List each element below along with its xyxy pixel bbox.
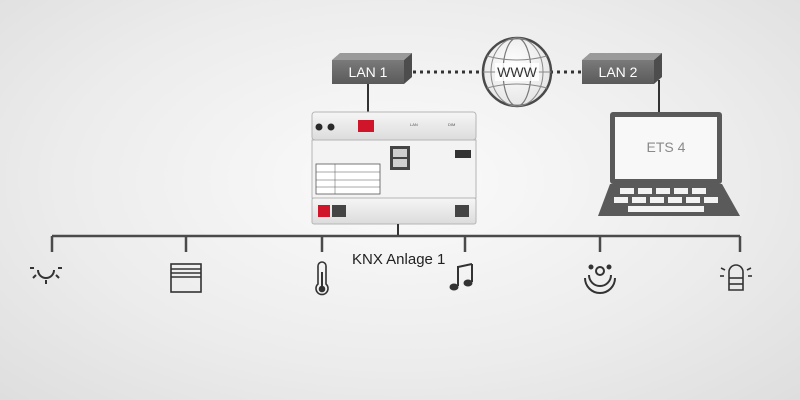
www-globe: WWW — [481, 36, 553, 108]
bus-label: KNX Anlage 1 — [352, 251, 445, 268]
lan2-label: LAN 2 — [599, 64, 638, 80]
lan1-box: LAN 1 — [332, 53, 412, 84]
thermometer-icon — [315, 261, 329, 296]
www-label: WWW — [497, 64, 537, 80]
lan2-box: LAN 2 — [582, 53, 662, 84]
blinds-icon — [170, 263, 202, 293]
music-note-icon — [449, 263, 473, 291]
lan1-label: LAN 1 — [349, 64, 388, 80]
laptop-keyboard — [614, 188, 718, 212]
light-icon — [30, 267, 62, 284]
bus-drops — [50, 236, 742, 252]
security-sensor-icon — [584, 264, 616, 294]
svg-text:LAN: LAN — [410, 122, 418, 127]
laptop: ETS 4 — [598, 112, 740, 216]
laptop-screen-label: ETS 4 — [647, 139, 686, 155]
alarm-light-icon — [720, 264, 752, 291]
svg-text:DIM: DIM — [448, 122, 455, 127]
knx-ip-router: LAN DIM — [311, 111, 477, 225]
